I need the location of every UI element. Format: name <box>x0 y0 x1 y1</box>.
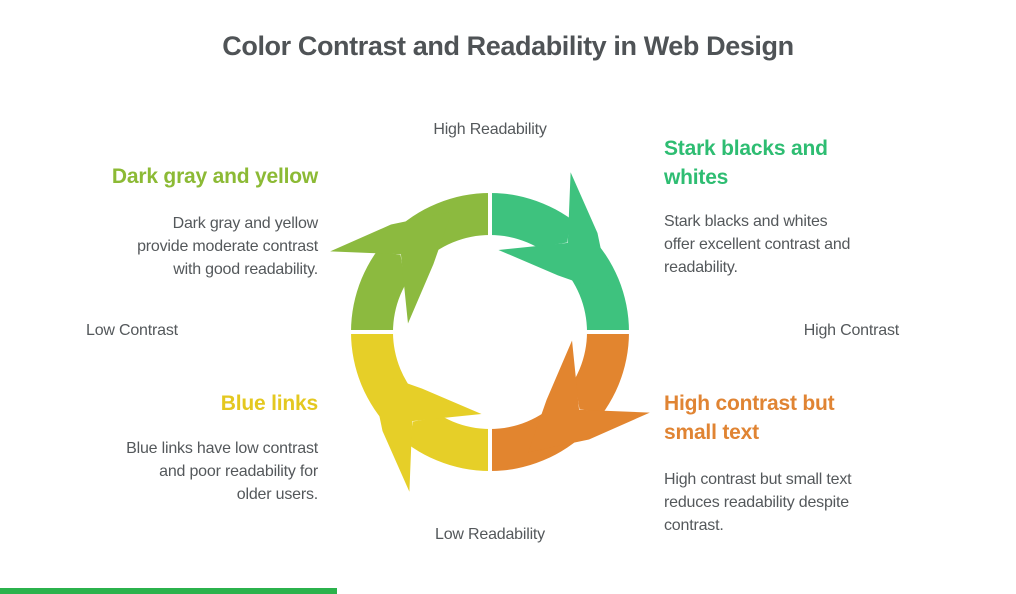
heading-line: High contrast but <box>664 392 835 415</box>
description-line: High contrast but small text <box>664 471 852 488</box>
heading-line: Stark blacks and <box>664 137 828 160</box>
axis-label-low-contrast: Low Contrast <box>86 322 178 339</box>
segment-separators <box>344 186 636 478</box>
heading-line: Dark gray and yellow <box>111 165 318 188</box>
axis-label-high-contrast: High Contrast <box>803 322 899 339</box>
heading-line: whites <box>664 166 729 189</box>
arrowhead-bottom-right <box>528 340 650 453</box>
footer-accent-bar <box>0 588 337 594</box>
description-line: and poor readability for <box>159 463 318 480</box>
description-line: reduces readability despite <box>664 494 849 511</box>
axis-label-high-readability: High Readability <box>433 121 547 138</box>
heading-line: small text <box>664 421 759 444</box>
description-line: Stark blacks and whites <box>664 213 828 230</box>
description-line: contrast. <box>664 517 724 534</box>
description-line: with good readability. <box>173 261 318 278</box>
description-line: offer excellent contrast and <box>664 236 851 253</box>
description-high-contrast-but-small-text: High contrast but small text reduces rea… <box>664 468 852 537</box>
description-stark-blacks-and-whites: Stark blacks and whites offer excellent … <box>664 210 850 279</box>
description-line: Dark gray and yellow <box>172 215 319 232</box>
description-blue-links: Blue links have low contrast and poor re… <box>126 437 318 506</box>
axis-label-low-readability: Low Readability <box>435 526 545 543</box>
heading-dark-gray-and-yellow: Dark gray and yellow <box>112 162 318 191</box>
description-line: older users. <box>236 486 318 503</box>
arrowhead-top-left <box>330 211 452 324</box>
heading-high-contrast-but-small-text: High contrast but small text <box>664 389 835 447</box>
cycle-diagram <box>330 172 650 492</box>
arrowhead-bottom-left <box>369 370 482 492</box>
description-line: Blue links have low contrast <box>126 440 318 457</box>
description-line: readability. <box>664 259 738 276</box>
arrowhead-top-right <box>498 172 611 294</box>
heading-line: Blue links <box>220 392 318 415</box>
description-dark-gray-and-yellow: Dark gray and yellow provide moderate co… <box>137 212 318 281</box>
page-title: Color Contrast and Readability in Web De… <box>222 31 794 61</box>
heading-stark-blacks-and-whites: Stark blacks and whites <box>664 134 828 192</box>
description-line: provide moderate contrast <box>137 238 318 255</box>
heading-blue-links: Blue links <box>221 389 318 418</box>
